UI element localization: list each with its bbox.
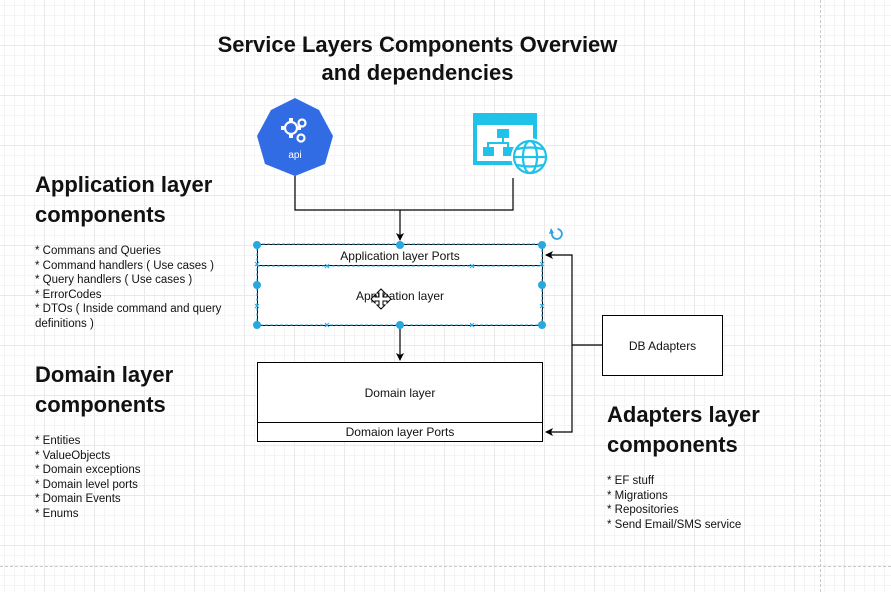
- gears-icon: [283, 118, 307, 143]
- application-ports-label: Application layer Ports: [340, 248, 460, 263]
- diagram-title-line2: and dependencies: [321, 60, 514, 85]
- domain-layer-box[interactable]: Domain layer: [257, 362, 543, 423]
- list-item: * Entities: [35, 435, 81, 447]
- db-to-domain-ports-arrow: [545, 345, 573, 436]
- api-icon-label: api: [288, 150, 301, 161]
- connection-point: [539, 261, 545, 267]
- selection-outline: [256, 243, 543, 326]
- move-cursor-icon: [370, 288, 392, 310]
- adapters-heading-line2: components: [607, 432, 738, 457]
- domain-layer-label: Domain layer: [364, 386, 436, 400]
- page-guide-horizontal: [0, 566, 891, 567]
- api-heptagon-shape: [257, 98, 333, 176]
- connection-point: [254, 303, 260, 309]
- connection-points: [254, 261, 545, 328]
- site-map-icon: [483, 129, 514, 156]
- connection-point: [324, 322, 330, 328]
- resize-handle[interactable]: [253, 321, 261, 329]
- adapters-components-list[interactable]: * EF stuff * Migrations * Repositories *…: [607, 474, 807, 532]
- gear-small-top: [297, 118, 307, 128]
- diagram-title[interactable]: Service Layers Components Overview and d…: [150, 31, 685, 87]
- application-heading-line2: components: [35, 202, 166, 227]
- list-item: * Send Email/SMS service: [607, 518, 742, 531]
- resize-handle[interactable]: [538, 241, 546, 249]
- diagram-title-line1: Service Layers Components Overview: [217, 32, 618, 57]
- globe-icon: [512, 139, 548, 175]
- domain-heading-line2: components: [35, 392, 166, 417]
- list-item: * ErrorCodes: [35, 288, 102, 301]
- db-adapters-label: DB Adapters: [628, 338, 697, 353]
- adapters-heading-line1: Adapters layer: [607, 402, 760, 427]
- connection-point: [324, 263, 330, 269]
- domain-components-heading[interactable]: Domain layer components: [35, 360, 173, 420]
- list-item: * ValueObjects: [35, 449, 111, 462]
- resize-handle[interactable]: [396, 241, 404, 249]
- api-heptagon-icon[interactable]: [257, 98, 333, 176]
- gear-small-bottom: [296, 133, 306, 143]
- web-connector-line: [400, 178, 514, 211]
- list-item: * Commans and Queries: [35, 245, 161, 257]
- connection-point: [539, 303, 545, 309]
- list-item: * Enums: [35, 507, 79, 520]
- domain-ports-label: Domaion layer Ports: [345, 425, 455, 439]
- connection-point: [469, 263, 475, 269]
- web-application-icon[interactable]: [473, 113, 549, 176]
- list-item: * Domain level ports: [35, 478, 138, 491]
- db-adapters-connector[interactable]: [545, 251, 602, 436]
- move-cursor-shape: [370, 288, 392, 310]
- application-components-list[interactable]: * Commans and Queries * Command handlers…: [35, 244, 240, 331]
- resize-handle[interactable]: [253, 241, 261, 249]
- resize-handle[interactable]: [538, 321, 546, 329]
- selection-handles[interactable]: [253, 241, 546, 329]
- site-map-links: [487, 138, 509, 147]
- list-item: * Query handlers ( Use cases ): [35, 274, 193, 286]
- db-to-application-ports-arrow: [545, 251, 573, 345]
- resize-handle[interactable]: [396, 321, 404, 329]
- gear-large: [283, 120, 299, 136]
- connection-point: [469, 322, 475, 328]
- db-adapters-box[interactable]: DB Adapters: [602, 315, 723, 376]
- adapters-components-heading[interactable]: Adapters layer components: [607, 400, 760, 460]
- rotate-arc: [551, 228, 563, 240]
- list-item: * Domain exceptions: [35, 464, 141, 476]
- application-heading-line1: Application layer: [35, 172, 213, 197]
- api-connector-line: [294, 172, 400, 211]
- domain-ports-box[interactable]: Domaion layer Ports: [257, 422, 543, 442]
- rotate-arrow: [549, 228, 554, 234]
- application-components-heading[interactable]: Application layer components: [35, 170, 212, 230]
- application-ports-box[interactable]: Application layer Ports: [257, 244, 543, 266]
- list-item: * Command handlers ( Use cases ): [35, 259, 214, 272]
- domain-heading-line1: Domain layer: [35, 362, 174, 387]
- domain-components-list[interactable]: * Entities * ValueObjects * Domain excep…: [35, 434, 235, 521]
- list-item: * Migrations: [607, 489, 668, 502]
- page-guide-vertical: [820, 0, 821, 592]
- icons-to-application-connector[interactable]: [294, 172, 514, 241]
- list-item: * Domain Events: [35, 493, 121, 505]
- gear-teeth: [281, 118, 301, 138]
- list-item: * EF stuff: [607, 475, 655, 487]
- resize-handle[interactable]: [538, 281, 546, 289]
- list-item: * Repositories: [607, 504, 679, 516]
- list-item: * DTOs ( Inside command and query defini…: [35, 303, 222, 330]
- rotate-handle-icon[interactable]: [549, 228, 563, 240]
- connection-point: [254, 261, 260, 267]
- resize-handle[interactable]: [253, 281, 261, 289]
